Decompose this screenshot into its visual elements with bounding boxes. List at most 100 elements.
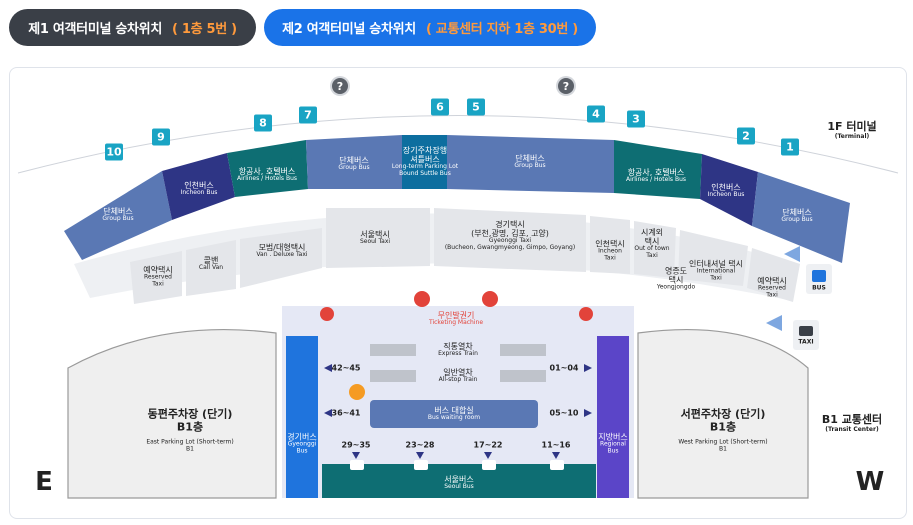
gate-number-7: 7 [299,106,317,124]
seoul-bus-bar [322,464,596,498]
taxi-block-1 [130,251,182,304]
gate-range-05-10: 05~10 [549,408,579,418]
arrow-left-top [324,364,332,372]
tab-terminal-1-label: 제1 여객터미널 승차위치 [28,22,163,37]
gate-number-9: 9 [152,128,170,146]
tab-terminal-1-location: ( 1층 5번 ) [172,22,237,37]
zone-group-left [64,171,172,260]
gate-number-5: 5 [467,98,485,116]
gate-number-6: 6 [431,98,449,116]
help-icon-right[interactable]: ? [558,78,574,94]
arrow-bottom-1 [352,452,360,459]
arrow-right-mid [584,409,592,417]
zone-longterm [402,135,447,189]
zone-group-mid-left [306,135,402,189]
label-gyeonggi-taxi: 경기택시(부천,광명, 김포, 고양) Gyeonggi Taxi(Bucheo… [444,219,576,252]
zone-airline-right [614,140,702,199]
map-drawing [17,115,899,499]
taxi-arrow [766,315,782,331]
gate-range-01-04: 01~04 [549,363,579,373]
east-parking-lot [67,329,277,499]
taxi-icon-label: TAXI [798,338,814,346]
tab-terminal-2-location: ( 교통센터 지하 1층 30번 ) [425,22,578,37]
arrow-bottom-2 [416,452,424,459]
arrow-right-top [584,364,592,372]
zone-group-mid-right [447,135,614,193]
allstop-train-strip-left [370,370,416,382]
gate-number-8: 8 [254,114,272,132]
arrow-bottom-4 [552,452,560,459]
gate-number-2: 2 [737,127,755,145]
taxi-block-9 [747,248,800,302]
compass-east: E [35,467,53,497]
seoul-stop-2 [414,460,428,470]
zone-incheon-right [700,154,758,226]
west-parking-lot [637,328,809,499]
transit-center-label: B1 교통센터 (Transit Center) [821,413,883,433]
gate-range-23-28: 23~28 [405,440,435,450]
ticket-pin-1 [414,291,430,307]
taxi-block-4 [326,208,430,268]
gate-number-3: 3 [627,110,645,128]
seoul-stop-4 [550,460,564,470]
gate-range-36-41: 36~41 [331,408,361,418]
zone-airline-left [227,140,308,197]
allstop-train-strip-right [500,370,546,382]
gate-range-42-45: 42~45 [331,363,361,373]
tab-terminal-2[interactable]: 제2 여객터미널 승차위치 ( 교통센터 지하 1층 30번 ) [264,9,596,46]
gate-range-11-16: 11~16 [541,440,571,450]
arrow-bottom-3 [484,452,492,459]
taxi-block-7 [634,221,676,278]
zone-incheon-left [162,153,235,220]
help-icon-left[interactable]: ? [332,78,348,94]
tab-terminal-1[interactable]: 제1 여객터미널 승차위치 ( 1층 5번 ) [9,9,256,46]
west-parking-label: 서편주차장 (단기)B1층 West Parking Lot (Short-te… [678,407,768,453]
express-train-strip-right [500,344,546,356]
tab-terminal-2-label: 제2 여객터미널 승차위치 [282,22,416,37]
taxi-block-8 [678,230,748,286]
bus-icon-label: BUS [812,284,826,292]
bus-icon-glyph [812,270,826,282]
taxi-block-5 [434,208,586,272]
bus-arrow [784,246,800,262]
terminal-label: 1F 터미널 (Terminal) [827,120,877,140]
gate-number-10: 10 [105,143,123,161]
taxi-block-3 [240,228,322,288]
arrow-left-mid [324,409,332,417]
gate-number-4: 4 [587,105,605,123]
ticket-icon-left [320,307,334,321]
east-parking-label: 동편주차장 (단기)B1층 East Parking Lot (Short-te… [146,407,234,453]
bus-stop-pin [349,384,365,400]
taxi-block-2 [186,240,236,296]
seoul-stop-3 [482,460,496,470]
gate-range-17-22: 17~22 [473,440,503,450]
gyeonggi-bus-strip [286,336,318,498]
taxi-block-6 [590,216,630,274]
terminal-outline [17,115,899,174]
gate-range-29-35: 29~35 [341,440,371,450]
